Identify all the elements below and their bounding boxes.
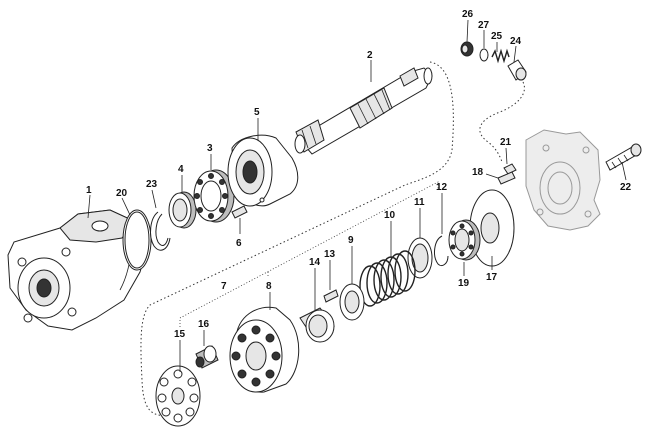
part-17-valve-plate (469, 189, 515, 267)
end-cap-housing (525, 129, 601, 231)
part-6-pin (231, 205, 248, 219)
callout-13: 13 (324, 249, 336, 260)
callout-26: 26 (462, 9, 474, 20)
callout-3: 3 (207, 143, 213, 154)
callout-6: 6 (236, 238, 242, 249)
callout-15: 15 (174, 329, 186, 340)
part-24-valve (507, 59, 527, 81)
part-15-retainer-plate (155, 365, 201, 427)
part-5-housing (227, 134, 299, 207)
callout-4: 4 (178, 164, 184, 175)
part-12-snap-ring (434, 235, 449, 267)
callout-7: 7 (221, 281, 227, 292)
callout-16: 16 (198, 319, 210, 330)
assembly-path-line-upper (479, 81, 525, 163)
part-2-drive-shaft (294, 67, 433, 155)
part-13-pin (323, 289, 339, 303)
part-19-bearing (448, 219, 481, 261)
callout-23: 23 (146, 179, 158, 190)
callout-24: 24 (510, 36, 522, 47)
callout-14: 14 (309, 257, 321, 268)
callout-5: 5 (254, 107, 260, 118)
part-4-seal (168, 191, 197, 229)
part-27-o-ring (479, 48, 489, 62)
part-26-plug (460, 41, 474, 57)
part-21-pin (503, 163, 517, 175)
part-22-bolt (605, 143, 642, 171)
callout-11: 11 (414, 197, 425, 208)
part-18-pin (497, 171, 516, 185)
callout-25: 25 (491, 31, 503, 42)
part-8-cylinder-block (229, 306, 300, 393)
part-16-ball-guide (195, 345, 219, 369)
part-3-bearing (193, 169, 235, 223)
callout-21: 21 (500, 137, 512, 148)
part-25-spring (491, 48, 510, 64)
callout-12: 12 (436, 182, 448, 193)
callout-2: 2 (367, 50, 373, 61)
callout-22: 22 (620, 182, 632, 193)
part-20-o-ring (122, 209, 152, 271)
leader-lines (87, 19, 627, 372)
callout-20: 20 (116, 188, 128, 199)
callout-19: 19 (458, 278, 470, 289)
callout-17: 17 (486, 272, 498, 283)
callout-8: 8 (266, 281, 272, 292)
callout-1: 1 (86, 185, 92, 196)
callout-18: 18 (472, 167, 484, 178)
part-11-washer (407, 237, 433, 279)
part-23-snap-ring (150, 211, 171, 251)
part-1-pump-housing (7, 209, 149, 331)
callout-labels: 1 2 3 4 5 6 7 8 9 10 11 12 13 14 15 16 1… (86, 9, 632, 340)
part-9-washer (339, 283, 365, 321)
callout-27: 27 (478, 20, 490, 31)
part-14-sleeve (299, 307, 335, 343)
callout-9: 9 (348, 235, 354, 246)
part-10-spring (359, 250, 416, 307)
callout-10: 10 (384, 210, 396, 221)
